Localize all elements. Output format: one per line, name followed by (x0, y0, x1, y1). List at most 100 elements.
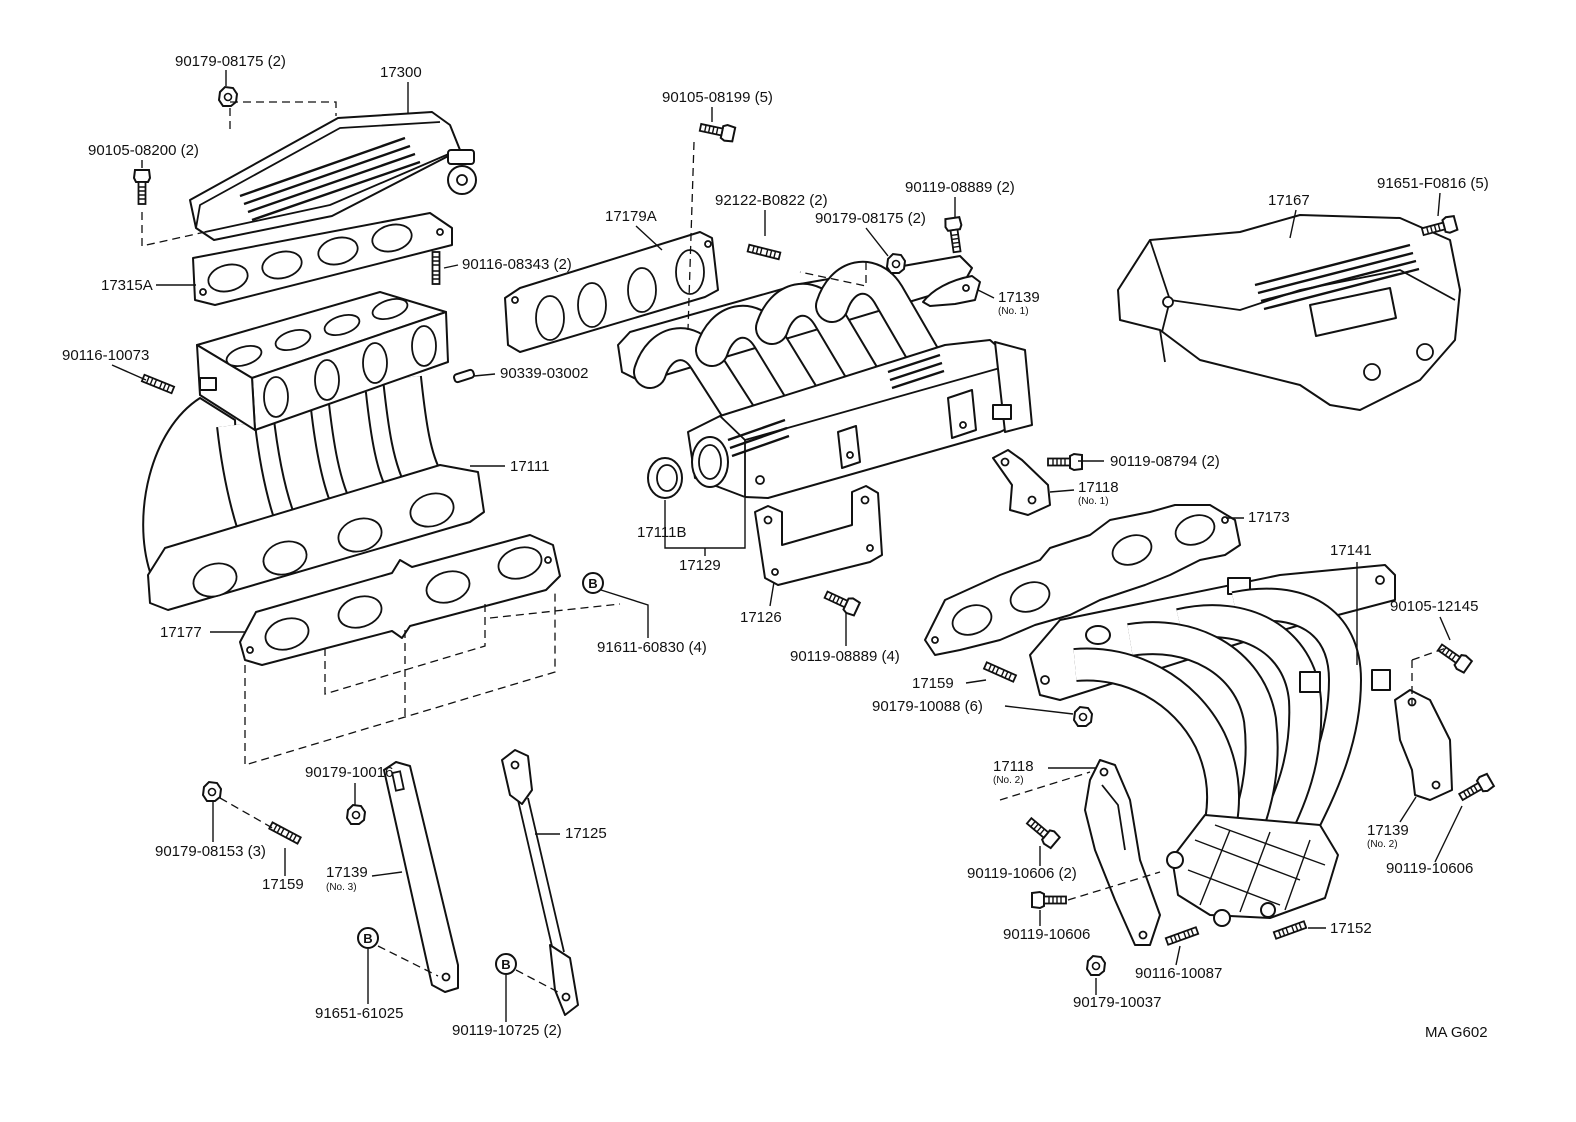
callout-labels: 90179-08175 (2) 17300 90105-08200 (2) 17… (62, 53, 1489, 1041)
label-90339-03002: 90339-03002 (500, 365, 588, 382)
bolt-90105-08199 (697, 118, 737, 144)
intake-cover (189, 111, 477, 241)
manifold-bracket-no1 (992, 449, 1051, 516)
bolt-90105-08200 (133, 169, 151, 205)
label-90179-10037: 90179-10037 (1073, 994, 1161, 1011)
bolt-90119-10606-right (1455, 772, 1496, 805)
label-90119-10606-lower: 90119-10606 (1003, 926, 1090, 943)
manifold-stay-no2 (1394, 689, 1453, 801)
label-90179-10016: 90179-10016 (305, 764, 393, 781)
label-17118-no1-sub: (No. 1) (1078, 496, 1109, 507)
label-90119-08889-top: 90119-08889 (2) (905, 179, 1015, 196)
pin-90339-03002 (453, 368, 475, 384)
stud-90116-10073 (140, 373, 176, 395)
label-17159-right: 17159 (912, 675, 954, 692)
label-17139-no1-sub: (No. 1) (998, 306, 1029, 317)
ref-marker-b-3: B (495, 953, 517, 975)
stud-90116-10087 (1164, 926, 1200, 946)
leader-lines-left (111, 70, 649, 1022)
label-90116-10087: 90116-10087 (1135, 965, 1222, 982)
label-17177: 17177 (160, 624, 202, 641)
label-91651-F0816: 91651-F0816 (5) (1377, 175, 1489, 192)
nut-90179-10037 (1086, 955, 1106, 976)
label-17129: 17129 (679, 557, 721, 574)
nut-90179-08175-plenum (886, 253, 906, 274)
label-17118-no2-sub: (No. 2) (993, 775, 1024, 786)
label-17315A: 17315A (101, 277, 153, 294)
cover-gasket (192, 212, 453, 306)
bolt-90119-08889-top (943, 216, 966, 254)
intake-gasket-upper (504, 231, 719, 353)
label-17111: 17111 (510, 458, 550, 475)
exhaust-manifold (1029, 564, 1396, 927)
label-92122-B0822: 92122-B0822 (2) (715, 192, 828, 209)
label-90116-08343: 90116-08343 (2) (462, 256, 572, 273)
manifold-bracket-no2 (1084, 759, 1161, 946)
label-17111B: 17111B (637, 524, 687, 541)
label-90119-10606-right: 90119-10606 (1386, 860, 1473, 877)
stud-17159-left (268, 821, 302, 845)
label-90179-08175-plenum: 90179-08175 (2) (815, 210, 926, 227)
stud-92122-B0822 (746, 243, 782, 261)
bolt-90119-10606-bracket (1023, 813, 1062, 850)
intake-seal-ring (647, 457, 683, 499)
label-17141: 17141 (1330, 542, 1372, 559)
ref-marker-b-3-text: B (501, 957, 510, 972)
label-90119-08794: 90119-08794 (2) (1110, 453, 1220, 470)
label-17118-no2: 17118 (993, 758, 1034, 775)
label-17152: 17152 (1330, 920, 1372, 937)
intake-plenum (617, 255, 1033, 499)
label-17167: 17167 (1268, 192, 1310, 209)
ref-marker-b-2: B (357, 927, 379, 949)
stud-17152 (1272, 920, 1308, 940)
intake-manifold-lower (142, 291, 485, 611)
label-17139-no3-sub: (No. 3) (326, 882, 357, 893)
label-90105-12145: 90105-12145 (1390, 598, 1478, 615)
bolt-90105-12145 (1434, 639, 1474, 675)
label-90179-10088: 90179-10088 (6) (872, 698, 983, 715)
label-90119-08889-bracket: 90119-08889 (4) (790, 648, 900, 665)
bolt-90119-08889-bracket (821, 586, 862, 618)
label-90116-10073: 90116-10073 (62, 347, 149, 364)
intake-bracket (754, 485, 883, 586)
stud-17159-right (983, 661, 1017, 683)
exhaust-gasket (924, 504, 1241, 656)
label-91611-60830: 91611-60830 (4) (597, 639, 707, 656)
label-17125: 17125 (565, 825, 607, 842)
label-17139-no1: 17139 (998, 289, 1040, 306)
ref-marker-b-2-text: B (363, 931, 372, 946)
nut-90179-10088 (1073, 706, 1093, 727)
leader-lines-right (965, 192, 1463, 995)
label-90119-10606-bracket: 90119-10606 (2) (967, 865, 1077, 882)
label-17159-left: 17159 (262, 876, 304, 893)
label-90105-08200: 90105-08200 (2) (88, 142, 199, 159)
label-17118-no1: 17118 (1078, 479, 1119, 496)
ref-marker-b-1: B (582, 572, 604, 594)
leader-lines-middle (635, 107, 1104, 646)
stud-90116-08343 (431, 251, 441, 285)
manifold-gasket-lower (239, 534, 561, 666)
bolt-90119-10606-lower (1031, 891, 1067, 909)
label-90119-10725: 90119-10725 (2) (452, 1022, 562, 1039)
label-91651-61025: 91651-61025 (315, 1005, 403, 1022)
label-17126: 17126 (740, 609, 782, 626)
label-17179A: 17179A (605, 208, 657, 225)
label-17139-no3: 17139 (326, 864, 368, 881)
intake-stay-no1 (922, 275, 981, 307)
bolt-90119-08794 (1047, 453, 1083, 471)
label-17173: 17173 (1248, 509, 1290, 526)
label-90179-08153: 90179-08153 (3) (155, 843, 266, 860)
nut-90179-08175-cover (218, 86, 238, 107)
ref-marker-b-1-text: B (588, 576, 597, 591)
nut-90179-10016 (346, 804, 366, 825)
diagram-code: MA G602 (1425, 1024, 1488, 1041)
label-90179-08175-cover: 90179-08175 (2) (175, 53, 286, 70)
manifold-stay-rod (501, 749, 579, 1016)
engine-cover (1117, 214, 1461, 411)
manifold-stay-no3 (383, 761, 459, 993)
label-17139-no2-sub: (No. 2) (1367, 839, 1398, 850)
nut-90179-08153 (202, 781, 222, 802)
label-17139-no2: 17139 (1367, 822, 1409, 839)
label-17300: 17300 (380, 64, 422, 81)
